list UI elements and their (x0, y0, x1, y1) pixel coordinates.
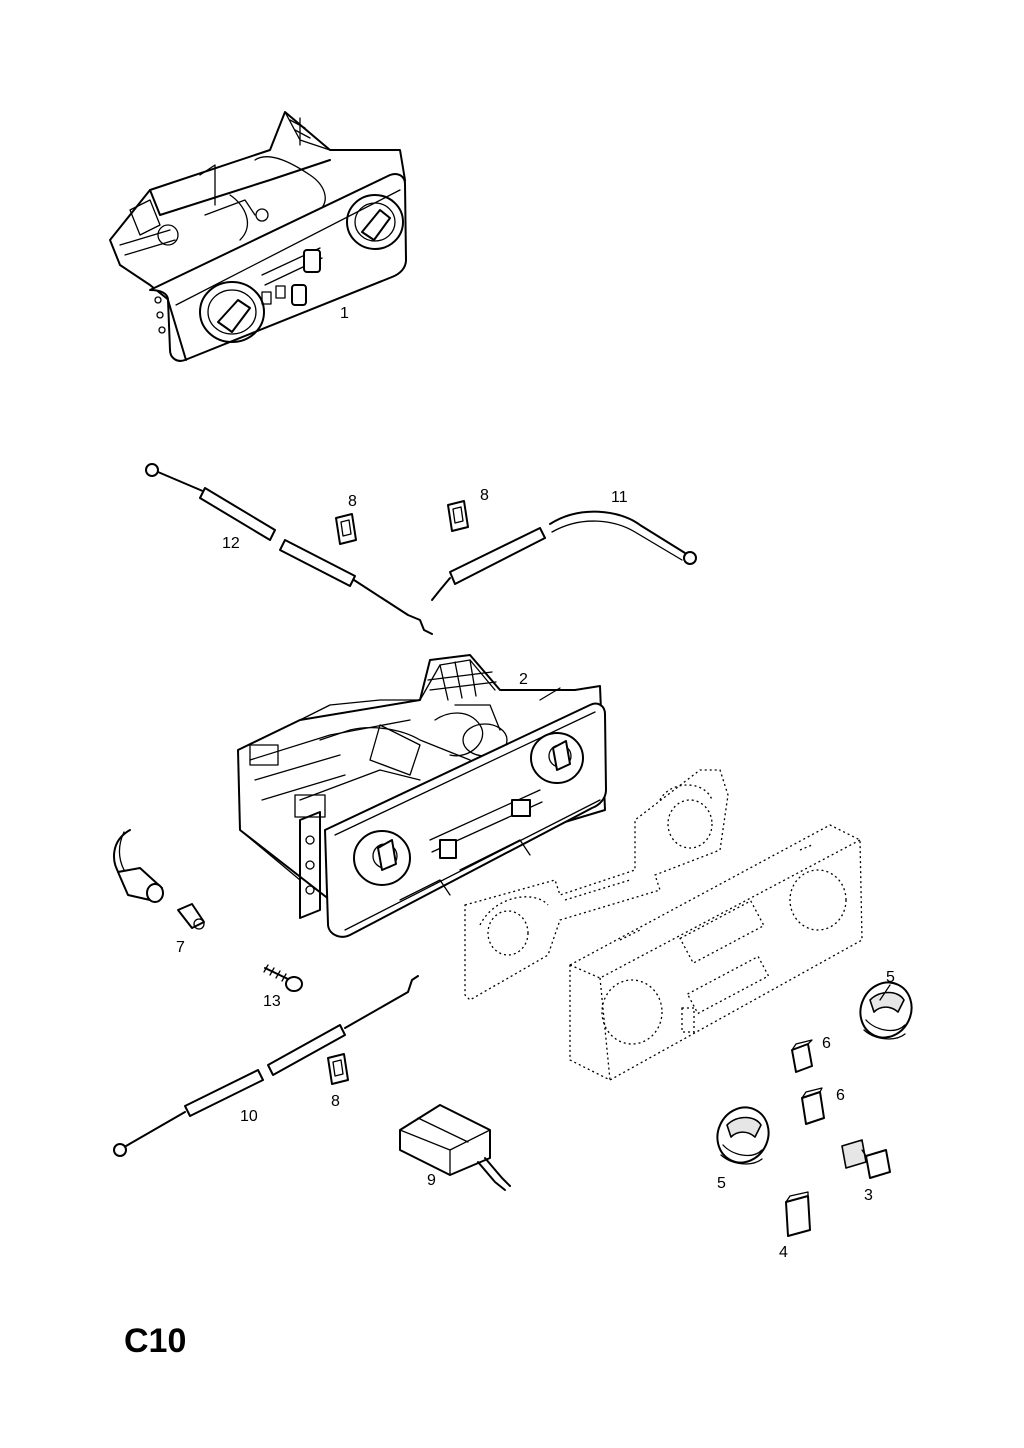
connector-9-drawing (399, 1104, 511, 1191)
cable-12-drawing (145, 463, 433, 635)
cable-clip-8-a-drawing (335, 513, 357, 545)
callout-1: 1 (340, 305, 349, 322)
callout-4: 4 (779, 1244, 788, 1261)
callout-leaders (539, 687, 891, 1001)
callout-8-a: 8 (348, 493, 357, 510)
callout-10: 10 (240, 1108, 258, 1125)
knob-5-b-drawing (716, 1106, 770, 1165)
trim-bezel-outline-drawing (569, 824, 863, 1081)
button-6-a-drawing (791, 1039, 813, 1073)
cable-11-drawing (431, 510, 697, 601)
callout-11: 11 (611, 489, 628, 506)
sheet-code: C10 (124, 1322, 186, 1360)
callout-5-a: 5 (886, 969, 895, 986)
cable-clip-8-b-drawing (447, 500, 469, 532)
control-housing-drawing (237, 654, 607, 938)
switch-3-drawing (841, 1139, 891, 1179)
callout-6-a: 6 (822, 1035, 831, 1052)
callout-13: 13 (263, 993, 281, 1010)
face-plate-outline-drawing (464, 769, 729, 1001)
cover-4-drawing (785, 1191, 811, 1237)
knob-5-a-drawing (859, 981, 913, 1040)
heater-control-assembly-drawing (109, 111, 407, 362)
callout-3: 3 (864, 1187, 873, 1204)
callout-6-b: 6 (836, 1087, 845, 1104)
callout-12: 12 (222, 535, 240, 552)
screw-13-drawing (263, 964, 303, 992)
callout-2: 2 (519, 671, 528, 688)
bulb-lead-drawing (113, 829, 205, 930)
callout-5-b: 5 (717, 1175, 726, 1192)
callout-8-b: 8 (480, 487, 489, 504)
button-6-b-drawing (801, 1087, 825, 1125)
callout-8-c: 8 (331, 1093, 340, 1110)
callout-9: 9 (427, 1172, 436, 1189)
cable-clip-8-c-drawing (327, 1053, 349, 1085)
cable-10-drawing (113, 975, 419, 1157)
callout-7: 7 (176, 939, 185, 956)
